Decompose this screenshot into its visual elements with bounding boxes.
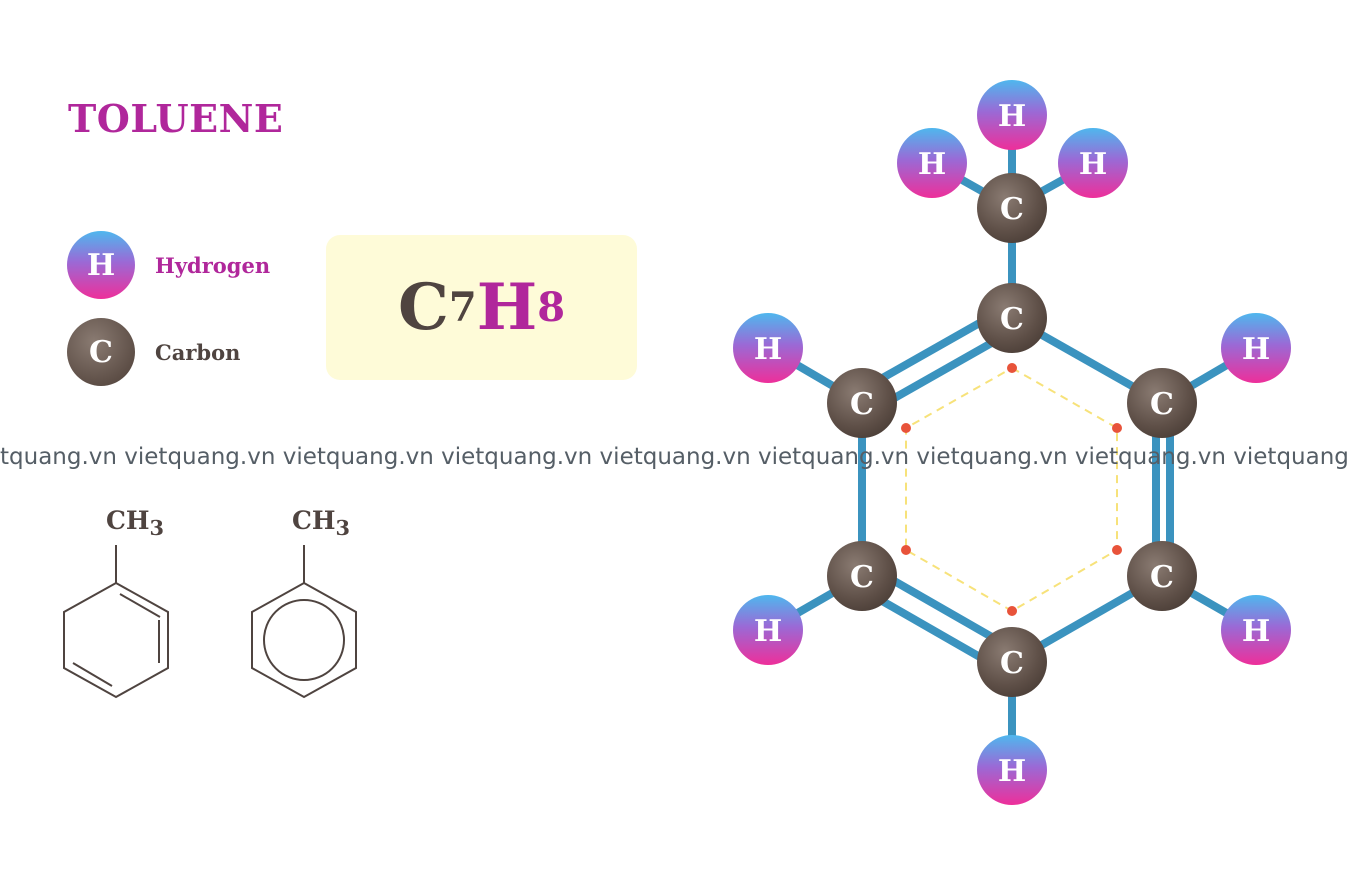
legend-hydrogen-label: Hydrogen — [155, 252, 271, 278]
formula-carbon: C — [397, 270, 449, 345]
subscript: 3 — [335, 515, 351, 540]
carbon-symbol: C — [1150, 560, 1174, 595]
methyl-label-kekule: CH3 — [106, 506, 164, 540]
carbon-symbol: C — [1000, 192, 1024, 227]
hydrogen-atom: H — [1221, 595, 1291, 665]
hydrogen-symbol: H — [754, 614, 782, 649]
skeletal-structures — [63, 545, 357, 699]
diagram-title: TOLUENE — [68, 96, 284, 141]
hydrogen-symbol: H — [1079, 147, 1107, 182]
hydrogen-atom: H — [977, 735, 1047, 805]
hydrogen-symbol: H — [998, 99, 1026, 134]
carbon-atom: C — [977, 627, 1047, 697]
kekule-structure — [63, 545, 169, 699]
hydrogen-symbol: H — [998, 754, 1026, 789]
carbon-atom: C — [1127, 368, 1197, 438]
legend-hydrogen: H Hydrogen — [67, 231, 270, 299]
carbon-symbol: C — [1000, 302, 1024, 337]
legend-carbon: C Carbon — [67, 318, 240, 386]
ch-text: CH — [106, 506, 150, 535]
carbon-atom: C — [827, 541, 897, 611]
hydrogen-atom: H — [733, 595, 803, 665]
carbon-atom: C — [977, 173, 1047, 243]
hydrogen-symbol: H — [754, 332, 782, 367]
carbon-symbol: C — [1150, 387, 1174, 422]
carbon-symbol: C — [850, 387, 874, 422]
hydrogen-atom: H — [1221, 313, 1291, 383]
hydrogen-symbol: H — [1242, 614, 1270, 649]
ch-text: CH — [292, 506, 336, 535]
delocalized-electrons — [901, 363, 1122, 616]
delocalized-ring — [905, 366, 1118, 613]
formula-hydrogen: H — [476, 270, 538, 345]
carbon-atom: C — [827, 368, 897, 438]
methyl-label-aromatic: CH3 — [292, 506, 350, 540]
carbon-atom-icon: C — [67, 318, 135, 386]
carbon-atom: C — [977, 283, 1047, 353]
hydrogen-symbol: H — [918, 147, 946, 182]
hydrogen-atom: H — [897, 128, 967, 198]
hydrogen-atom-icon: H — [67, 231, 135, 299]
subscript: 3 — [149, 515, 165, 540]
carbon-symbol: C — [850, 560, 874, 595]
hydrogen-atom: H — [1058, 128, 1128, 198]
formula-hydrogen-count: 8 — [537, 284, 566, 331]
watermark-text: tquang.vn vietquang.vn vietquang.vn viet… — [0, 444, 1349, 470]
hydrogen-atom: H — [977, 80, 1047, 150]
formula-carbon-count: 7 — [448, 284, 477, 331]
carbon-symbol: C — [1000, 646, 1024, 681]
hydrogen-symbol: H — [1242, 332, 1270, 367]
legend-carbon-label: Carbon — [155, 339, 241, 365]
carbon-atom: C — [1127, 541, 1197, 611]
hydrogen-atom: H — [733, 313, 803, 383]
aromatic-structure — [251, 545, 357, 699]
